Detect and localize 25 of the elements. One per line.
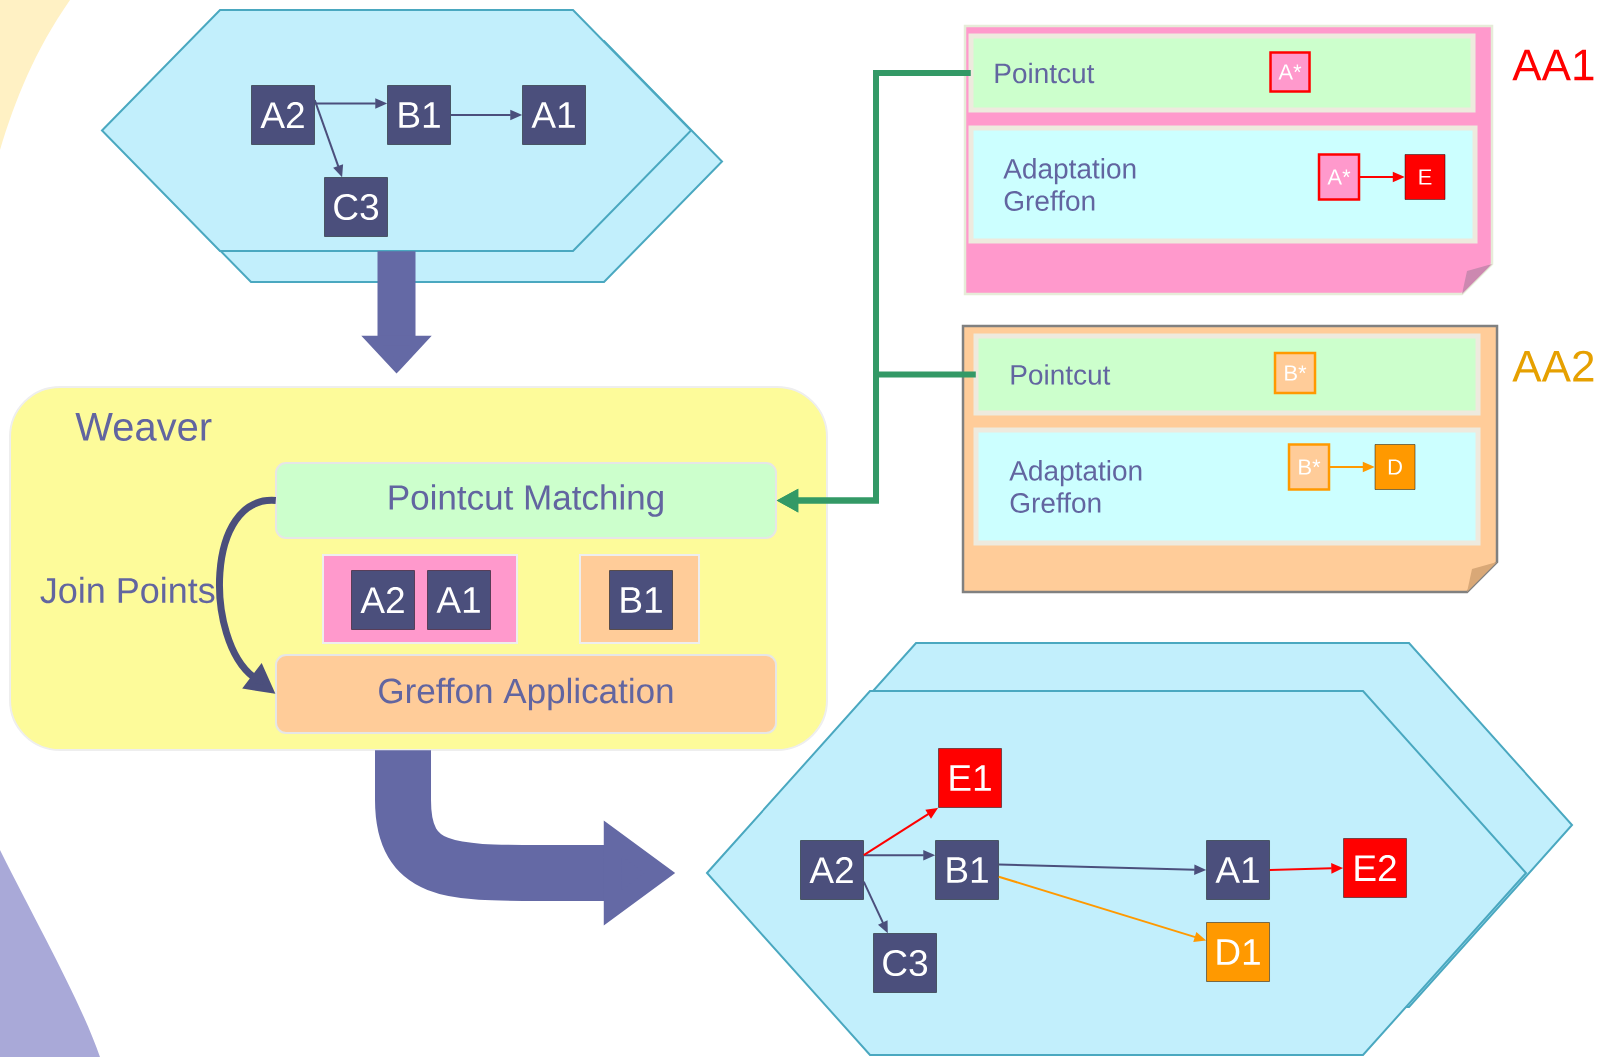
note-label: AA2 [1512, 350, 1594, 382]
join-point-box: C3 [324, 177, 388, 237]
pattern-box: B* [1273, 351, 1317, 395]
join-point-box: B1 [609, 570, 673, 630]
advice-box: E [1404, 154, 1446, 200]
pattern-box: A* [1317, 153, 1361, 201]
edge-label: Join Points [40, 576, 215, 604]
note-label: AA1 [1512, 49, 1594, 81]
join-point-box: A1 [427, 570, 491, 630]
advice-box: D [1374, 444, 1416, 490]
pattern-box: B* [1287, 443, 1331, 491]
advice-box: E1 [938, 748, 1002, 808]
join-point-box: A2 [800, 840, 864, 900]
advice-box: D1 [1206, 922, 1270, 982]
join-point-box: B1 [387, 85, 451, 145]
join-point-box: B1 [935, 840, 999, 900]
join-point-box: C3 [873, 933, 937, 993]
join-point-box: A2 [251, 85, 315, 145]
join-point-box: A1 [1206, 840, 1270, 900]
process-box: Greffon Application [275, 654, 777, 734]
advice-box: E2 [1343, 838, 1407, 898]
join-point-box: A2 [351, 570, 415, 630]
join-point-box: A1 [522, 85, 586, 145]
process-box: Pointcut Matching [275, 462, 777, 539]
pattern-box: A* [1269, 51, 1311, 93]
